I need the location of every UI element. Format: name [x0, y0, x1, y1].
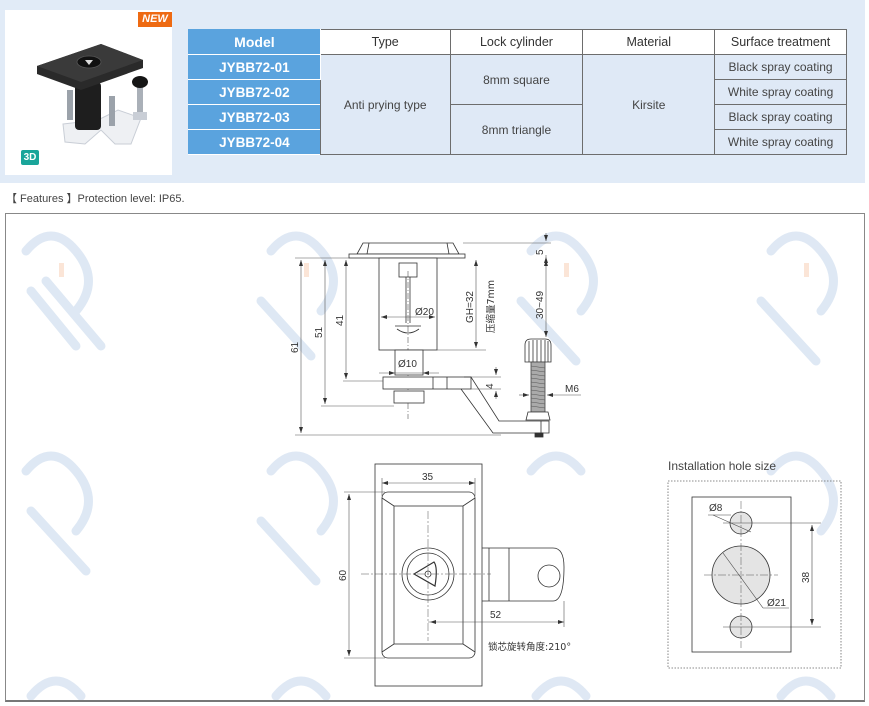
dim-52: 52	[490, 610, 502, 621]
model-cell: JYBB72-04	[188, 129, 321, 155]
header-material: Material	[582, 29, 716, 55]
technical-drawing-frame: 61 51 41 5 GH=32 压缩量7mm 30~49 4 Ø20 Ø10 …	[5, 213, 865, 702]
dim-60: 60	[338, 569, 349, 581]
installation-hole-title: Installation hole size	[668, 459, 777, 473]
model-cell: JYBB72-03	[188, 104, 321, 130]
model-cell: JYBB72-01	[188, 54, 321, 80]
dim-41: 41	[335, 314, 346, 326]
type-cell: Anti prying type	[319, 54, 451, 155]
dim-51: 51	[314, 326, 325, 338]
header-lock-cylinder: Lock cylinder	[449, 29, 584, 55]
dim-35: 35	[422, 472, 434, 483]
surface-cell: White spray coating	[714, 79, 847, 105]
dim-38: 38	[801, 571, 812, 583]
surface-cell: Black spray coating	[714, 54, 847, 80]
header-surface-treatment: Surface treatment	[714, 29, 847, 55]
dim-gh: GH=32	[465, 291, 476, 323]
surface-cell: White spray coating	[714, 129, 847, 155]
spec-table: Model Type Lock cylinder Material Surfac…	[188, 29, 847, 155]
dim-dia8: Ø8	[709, 503, 723, 514]
dim-dia20: Ø20	[415, 307, 434, 318]
table-row: JYBB72-01 Anti prying type 8mm square Ki…	[188, 54, 847, 155]
3d-view-badge[interactable]: 3D	[21, 150, 39, 165]
lock-cylinder-cell: 8mm triangle	[449, 104, 584, 155]
table-row: JYBB72-03 8mm triangle Black spray coati…	[188, 104, 847, 155]
features-text: 【 Features 】Protection level: IP65.	[6, 193, 185, 205]
dim-61: 61	[290, 341, 301, 353]
model-cell: JYBB72-02	[188, 79, 321, 105]
dim-dia10: Ø10	[398, 359, 417, 370]
header-model: Model	[188, 29, 321, 55]
dim-dia21: Ø21	[767, 598, 786, 609]
material-cell: Kirsite	[582, 54, 716, 155]
product-3d-render	[37, 44, 148, 145]
spec-table-header-row: Model Type Lock cylinder Material Surfac…	[188, 29, 847, 55]
surface-cell: Black spray coating	[714, 104, 847, 130]
dim-range: 30~49	[535, 290, 546, 319]
header-type: Type	[319, 29, 451, 55]
product-image-card[interactable]: NEW 3D	[5, 10, 172, 175]
dim-m6: M6	[565, 384, 579, 395]
rotation-angle-note: 锁芯旋转角度:210°	[488, 641, 571, 653]
table-row: JYBB72-02 White spray coating	[188, 79, 847, 105]
dim-5: 5	[535, 249, 546, 255]
dim-4: 4	[485, 383, 496, 389]
dim-compression: 压缩量7mm	[485, 280, 497, 333]
table-row: JYBB72-04 White spray coating	[188, 129, 847, 155]
technical-drawing: 61 51 41 5 GH=32 压缩量7mm 30~49 4 Ø20 Ø10 …	[21, 231, 842, 700]
new-badge: NEW	[138, 12, 172, 27]
lock-cylinder-cell: 8mm square	[449, 54, 584, 105]
watermark	[21, 231, 838, 700]
